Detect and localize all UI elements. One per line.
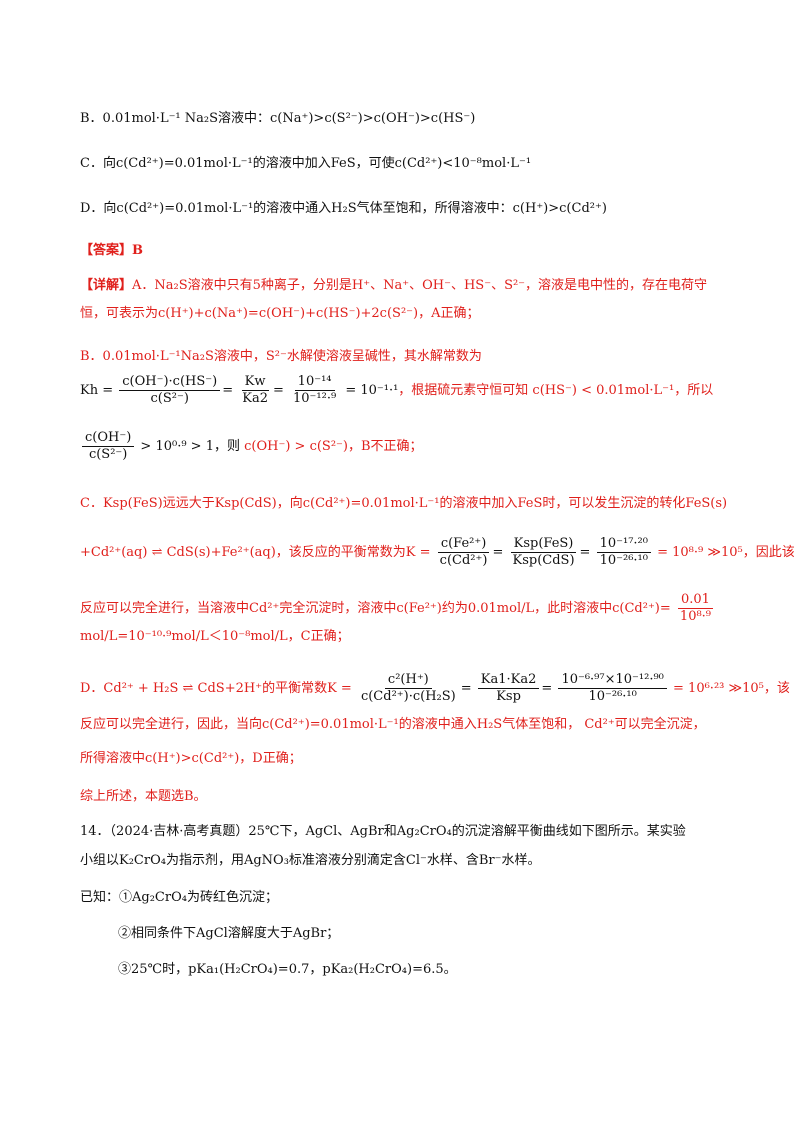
explanation-c-line2: +Cd²⁺(aq) ⇌ CdS(s)+Fe²⁺(aq)，该反应的平衡常数为K =… [80, 536, 795, 569]
c-fraction-2: Ksp(FeS)Ksp(CdS) [510, 536, 577, 568]
answer-line: 【答案】B [80, 242, 730, 260]
kh-label: Kh = [80, 383, 114, 398]
answer-value: B [132, 243, 144, 258]
known-condition-3: ③25℃时，pKa₁(H₂CrO₄)=0.7，pKa₂(H₂CrO₄)=6.5。 [118, 962, 457, 977]
explanation-label: 【详解】 [80, 278, 133, 293]
answer-label: 【答案】 [80, 243, 133, 258]
kh-tail: ，根据硫元素守恒可知 c(HS⁻) < 0.01mol·L⁻¹，所以 [398, 383, 714, 398]
option-d: D．向c(Cd²⁺)=0.01mol·L⁻¹的溶液中通入H₂S气体至饱和，所得溶… [80, 201, 607, 216]
explanation-a-text: A．Na₂S溶液中只有5种离子，分别是H⁺、Na⁺、OH⁻、HS⁻、S²⁻，溶液… [132, 278, 708, 293]
d-fraction-1: c²(H⁺)c(Cd²⁺)·c(H₂S) [360, 672, 456, 704]
kh-fraction-1: c(OH⁻)·c(HS⁻)c(S²⁻) [119, 374, 221, 407]
known-conditions: 已知：①Ag₂CrO₄为砖红色沉淀； [80, 890, 278, 905]
question-14-line2: 小组以K₂CrO₄为指示剂，用AgNO₃标准溶液分别滴定含Cl⁻水样、含Br⁻水… [80, 853, 541, 868]
explanation-d-line2: 反应可以完全进行，因此，当向c(Cd²⁺)=0.01mol·L⁻¹的溶液中通入H… [80, 717, 706, 732]
explanation-b-conclusion: c(OH⁻)c(S²⁻) > 10⁰·⁹ > 1，则 c(OH⁻) > c(S²… [80, 430, 730, 463]
explanation-a-line2: 恒，可表示为c(H⁺)+c(Na⁺)=c(OH⁻)+c(HS⁻)+2c(S²⁻)… [80, 306, 480, 321]
explanation-a-line1: 【详解】A．Na₂S溶液中只有5种离子，分别是H⁺、Na⁺、OH⁻、HS⁻、S²… [80, 277, 730, 295]
explanation-c-line3: 反应可以完全进行，当溶液中Cd²⁺完全沉淀时，溶液中c(Fe²⁺)约为0.01m… [80, 592, 730, 625]
explanation-summary: 综上所述，本题选B。 [80, 789, 207, 804]
known-condition-2: ②相同条件下AgCl溶解度大于AgBr； [118, 926, 340, 941]
explanation-d-line1: D．Cd²⁺ + H₂S ⇌ CdS+2H⁺的平衡常数K = c²(H⁺)c(C… [80, 672, 790, 705]
ratio-inequality: > 10⁰·⁹ > 1，则 [140, 439, 240, 454]
c-fraction-1: c(Fe²⁺)c(Cd²⁺) [437, 536, 490, 568]
option-c: C．向c(Cd²⁺)=0.01mol·L⁻¹的溶液中加入FeS，可使c(Cd²⁺… [80, 156, 532, 171]
option-b: B．0.01mol·L⁻¹ Na₂S溶液中：c(Na⁺)>c(S²⁻)>c(OH… [80, 111, 476, 126]
explanation-c-line1: C．Ksp(FeS)远远大于Ksp(CdS)，向c(Cd²⁺)=0.01mol·… [80, 496, 728, 511]
kh-value: = 10⁻¹·¹ [345, 383, 399, 398]
question-14-line1: 14．（2024·吉林·高考真题）25℃下，AgCl、AgBr和Ag₂CrO₄的… [80, 824, 686, 839]
explanation-c-line4: mol/L=10⁻¹⁰·⁹mol/L＜10⁻⁸mol/L，C正确； [80, 629, 350, 644]
ratio-fraction: c(OH⁻)c(S²⁻) [82, 430, 135, 463]
explanation-d-line3: 所得溶液中c(H⁺)>c(Cd²⁺)，D正确； [80, 751, 302, 766]
explanation-b-line1: B．0.01mol·L⁻¹Na₂S溶液中，S²⁻水解使溶液呈碱性，其水解常数为 [80, 349, 482, 364]
b-conclusion: c(OH⁻) > c(S²⁻)，B不正确； [244, 439, 423, 454]
